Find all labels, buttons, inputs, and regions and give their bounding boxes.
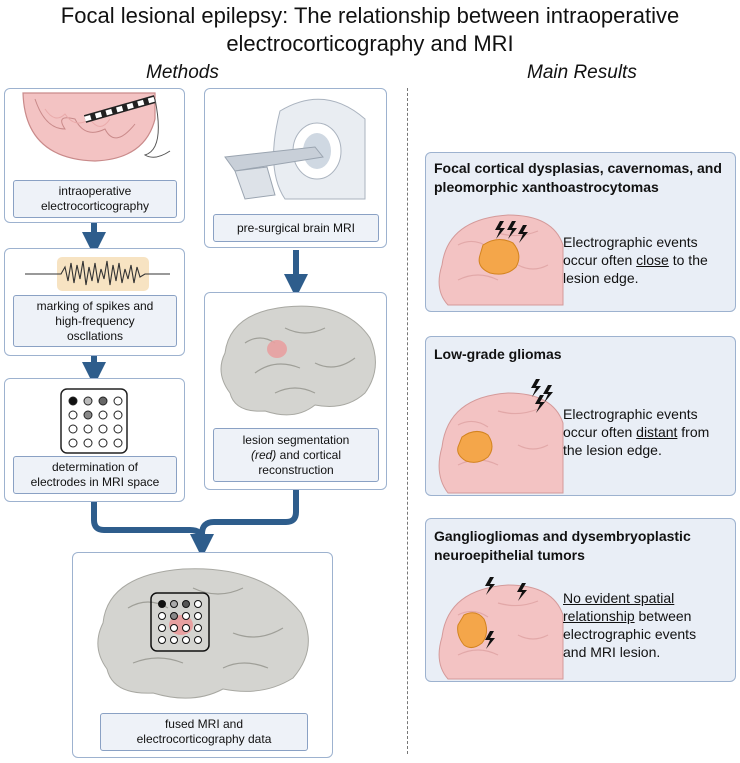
page-title-line-1: Focal lesional epilepsy: The relationshi… — [60, 3, 680, 28]
result-2-text-part-a: occur often — [563, 424, 637, 440]
segmentation-label-rest: and cortical — [276, 447, 342, 462]
spikes-label-line-1: marking of spikes and — [36, 298, 154, 313]
electrodes-label: determination of electrodes in MRI space — [13, 456, 177, 494]
brain-ecog-illustration — [22, 92, 171, 162]
result-2-text-line-1: Electrographic events — [563, 406, 698, 422]
mri-label: pre-surgical brain MRI — [213, 214, 379, 242]
fused-label-line-2: electrocorticography data — [136, 732, 272, 746]
result-panel-2: Low-grade gliomas Electrographic events … — [425, 336, 736, 496]
result-2-text-part-b: from — [677, 424, 710, 440]
ecog-label-line-2: electrocorticography — [40, 199, 150, 213]
spikes-label: marking of spikes and high-frequency osc… — [13, 295, 177, 347]
result-1-text-close: close — [636, 252, 669, 268]
spikes-label-line-2: high-frequency — [55, 313, 135, 328]
segmentation-label-line-3: reconstruction — [258, 462, 334, 477]
fused-label-line-1: fused MRI and — [164, 717, 244, 731]
result-3-text-between: between — [634, 608, 692, 624]
result-1-text-part-b: to the — [668, 252, 708, 268]
ecog-label: intraoperative electrocorticography — [13, 180, 177, 218]
result-3-heading-line-1: Gangliogliomas and dysembryoplastic — [434, 528, 691, 544]
result-3-text-no-evident: No evident spatial — [563, 590, 675, 606]
result-1-text-line-1: Electrographic events — [563, 234, 698, 250]
result-3-text-line-3: electrographic events — [563, 626, 697, 642]
result-2-text-line-3: the lesion edge. — [563, 442, 662, 458]
result-3-heading-line-2: neuroepithelial tumors — [434, 547, 585, 563]
result-1-heading-line-1: Focal cortical dysplasias, cavernomas, a… — [434, 160, 722, 176]
segmentation-label-red: (red) — [250, 447, 277, 462]
result-2-text-distant: distant — [636, 424, 678, 440]
segmentation-label: lesion segmentation (red) and cortical r… — [213, 428, 379, 482]
result-panel-3: Gangliogliomas and dysembryoplastic neur… — [425, 518, 736, 682]
electrodes-label-line-1: determination of — [51, 460, 139, 474]
result-1-text-part-a: occur often — [563, 252, 637, 268]
spikes-label-line-3: oscllations — [66, 328, 124, 343]
result-3-text-line-2: relationship between — [563, 607, 691, 625]
methods-heading: Methods — [146, 62, 219, 83]
brain-mri-reconstruction — [220, 305, 376, 416]
arrow-electrodes-to-fused — [91, 500, 214, 558]
page-title-line-2: electrocorticography and MRI — [226, 31, 514, 56]
segmentation-label-line-1: lesion segmentation — [242, 432, 350, 447]
brain-lesion-none-illustration — [438, 577, 564, 680]
electrode-grid-icon — [60, 388, 128, 454]
mri-scanner-icon — [224, 98, 366, 200]
spike-trace-icon — [25, 257, 170, 291]
result-2-heading: Low-grade gliomas — [434, 346, 562, 362]
results-heading: Main Results — [527, 62, 637, 83]
brain-lesion-distant-illustration — [438, 379, 564, 494]
result-2-text-line-2: occur often distant from — [563, 423, 709, 441]
result-1-heading-line-2: pleomorphic xanthoastrocytomas — [434, 179, 659, 195]
arrow-segmentation-to-fused — [199, 490, 299, 535]
fused-brain-illustration — [97, 568, 309, 699]
segmentation-label-line-2: (red) and cortical — [251, 448, 341, 463]
result-1-text-line-2: occur often close to the — [563, 251, 708, 269]
result-3-text-relationship: relationship — [563, 608, 635, 624]
column-divider — [407, 88, 408, 754]
result-1-text-line-3: lesion edge. — [563, 270, 639, 286]
brain-lesion-close-illustration — [438, 214, 564, 306]
result-panel-1: Focal cortical dysplasias, cavernomas, a… — [425, 152, 736, 312]
result-3-text-line-4: and MRI lesion. — [563, 644, 661, 660]
result-3-text-line-1: No evident spatial — [563, 589, 674, 607]
ecog-label-line-1: intraoperative — [58, 184, 132, 198]
fused-label: fused MRI and electrocorticography data — [100, 713, 308, 751]
electrodes-label-line-2: electrodes in MRI space — [30, 475, 160, 489]
